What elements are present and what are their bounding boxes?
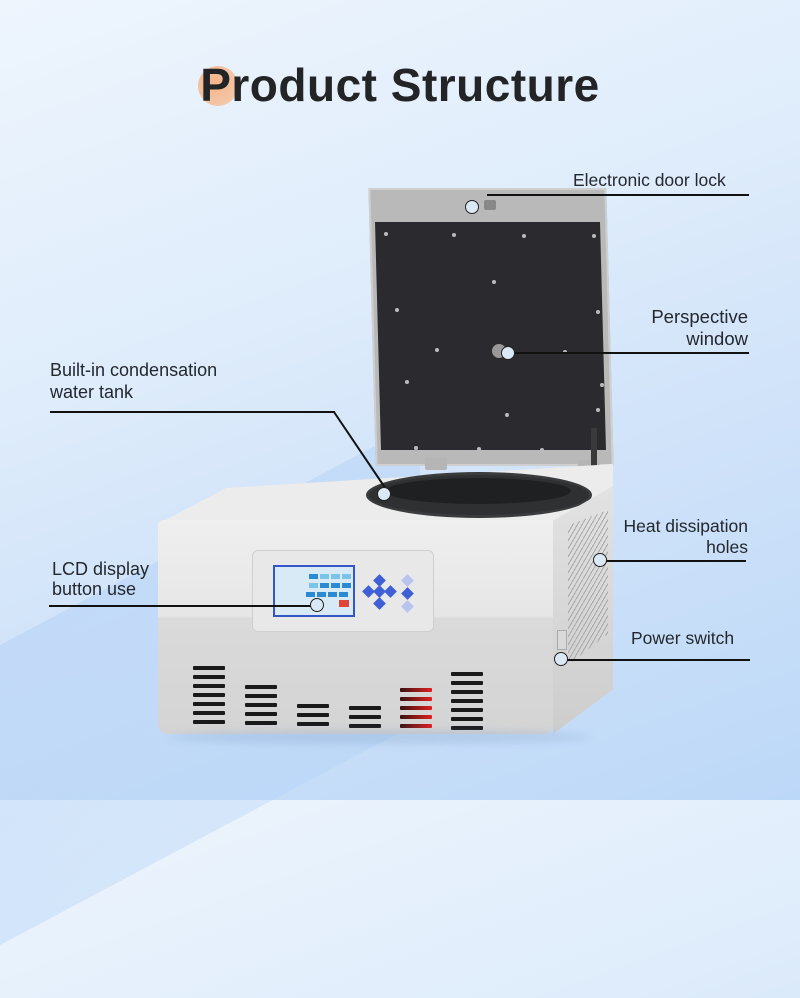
lid-inner-panel xyxy=(375,222,606,450)
screw xyxy=(540,448,544,452)
page-title: Product Structure xyxy=(200,59,600,111)
lcd-button xyxy=(317,592,326,597)
lcd-button xyxy=(320,583,329,588)
leader-line xyxy=(50,411,335,413)
screw xyxy=(522,234,526,238)
lcd-button xyxy=(342,583,351,588)
screw xyxy=(405,380,409,384)
leader-line xyxy=(512,352,749,354)
lcd-button xyxy=(320,574,329,579)
lcd-button xyxy=(339,592,348,597)
lid-hinge xyxy=(425,458,447,470)
front-vent xyxy=(193,666,225,729)
power-switch xyxy=(557,630,567,650)
leader-line xyxy=(605,560,746,562)
screw xyxy=(395,308,399,312)
callout-marker xyxy=(377,487,391,501)
lcd-button xyxy=(306,592,315,597)
screw xyxy=(452,233,456,237)
lcd-stop-button xyxy=(339,600,349,607)
lcd-button xyxy=(328,592,337,597)
leader-line xyxy=(564,659,750,661)
front-vent-lit xyxy=(400,688,432,733)
leader-line xyxy=(49,605,317,607)
callout-marker xyxy=(465,200,479,214)
lcd-button xyxy=(309,583,318,588)
front-vent xyxy=(297,704,329,731)
callout-label: Electronic door lock xyxy=(573,170,726,190)
screw xyxy=(492,280,496,284)
callout-marker xyxy=(554,652,568,666)
screw xyxy=(596,310,600,314)
title-container: Product Structure xyxy=(0,58,800,112)
callout-label: Power switch xyxy=(631,628,735,648)
callout-marker xyxy=(501,346,515,360)
leader-line xyxy=(487,194,749,196)
lcd-button xyxy=(309,574,318,579)
lcd-button xyxy=(331,574,340,579)
screw xyxy=(477,447,481,451)
callout-marker xyxy=(310,598,324,612)
screw xyxy=(505,413,509,417)
lid-support-strut xyxy=(591,428,597,490)
front-vent xyxy=(451,672,483,735)
screw xyxy=(384,232,388,236)
title-accent-dot xyxy=(198,66,238,106)
screw xyxy=(596,408,600,412)
door-lock-latch xyxy=(484,200,496,210)
screw xyxy=(435,348,439,352)
screw xyxy=(414,446,418,450)
lcd-button xyxy=(342,574,351,579)
screw xyxy=(592,234,596,238)
callout-marker xyxy=(593,553,607,567)
front-vent xyxy=(349,706,381,733)
screw xyxy=(600,383,604,387)
lcd-button xyxy=(331,583,340,588)
machine-shadow xyxy=(170,730,590,744)
front-vent xyxy=(245,685,277,730)
rotor-chamber xyxy=(385,478,571,504)
